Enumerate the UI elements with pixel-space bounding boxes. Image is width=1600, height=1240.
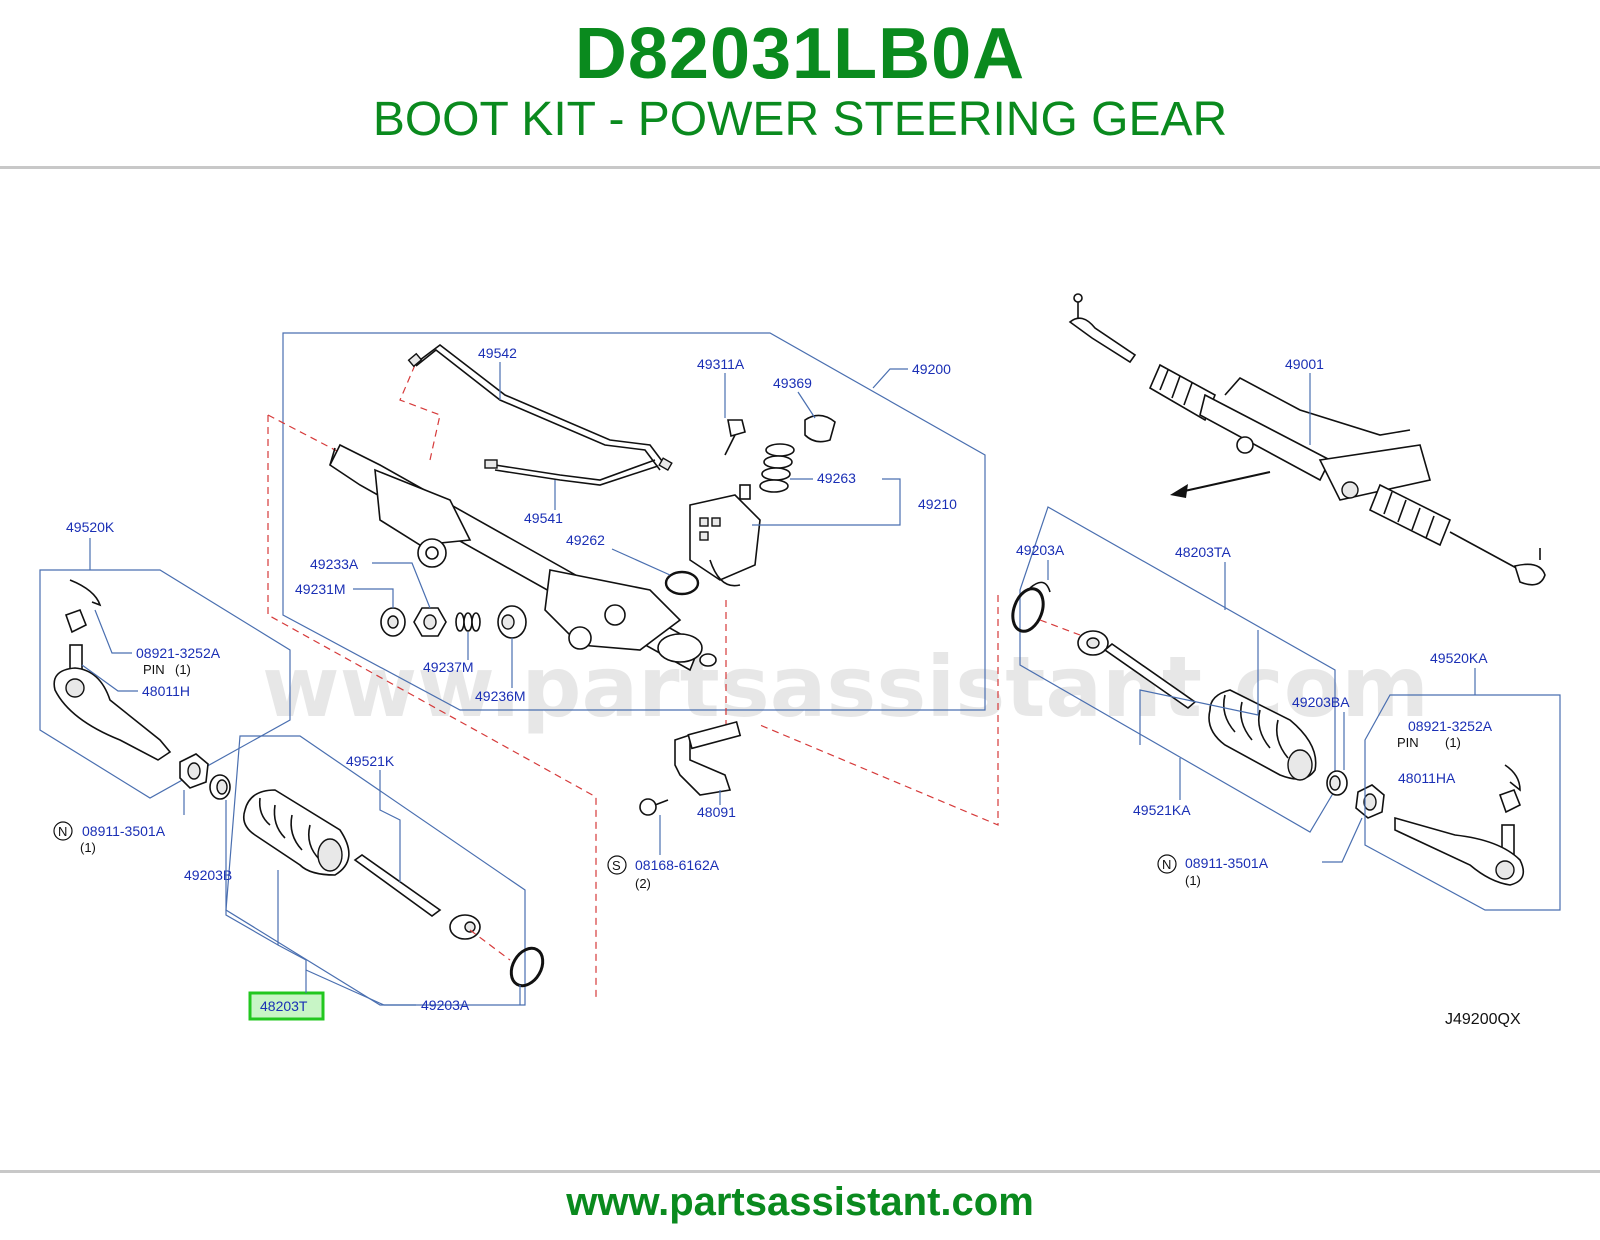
nut-08911-left xyxy=(179,753,209,789)
spring-49237m xyxy=(455,612,481,632)
clamp-49203a-left xyxy=(509,946,545,988)
label-49231m: 49231M xyxy=(295,581,346,597)
clamp-dash-left xyxy=(469,929,511,961)
label-08911-right: 08911-3501A xyxy=(1185,855,1269,871)
n-right-qty: (1) xyxy=(1185,873,1201,888)
bolt-08168 xyxy=(639,798,669,816)
label-08168-qty: (2) xyxy=(635,876,651,891)
label-49001: 49001 xyxy=(1285,356,1324,372)
inner-rod-right-box xyxy=(1019,506,1336,833)
n-mark-right: N xyxy=(1162,857,1171,872)
clamp-49203a-right xyxy=(1011,581,1051,633)
label-49542: 49542 xyxy=(478,345,517,361)
label-08921-left: 08921-3252A xyxy=(136,645,221,661)
clamp-49203ba xyxy=(1326,770,1348,796)
tie-rod-end-left xyxy=(53,579,172,761)
highlighted-part-box xyxy=(248,991,325,1021)
o-ring-49262 xyxy=(664,570,700,596)
label-49203a-bottom: 49203A xyxy=(421,997,470,1013)
pin-right: PIN xyxy=(1397,735,1419,750)
part-title: BOOT KIT - POWER STEERING GEAR xyxy=(372,93,1228,146)
header-divider xyxy=(0,166,1600,169)
clamp-49203b xyxy=(209,774,231,800)
nut-49231m xyxy=(380,607,406,637)
alignment-line-left xyxy=(267,415,597,1000)
tie-rod-end-right-box xyxy=(1364,694,1561,911)
label-48203ta: 48203TA xyxy=(1175,544,1231,560)
label-08921-right: 08921-3252A xyxy=(1408,718,1493,734)
label-49520ka: 49520KA xyxy=(1430,650,1488,666)
label-49369: 49369 xyxy=(773,375,812,391)
pipe-49541 xyxy=(484,459,659,486)
tie-rod-end-right xyxy=(1394,764,1525,886)
part-number: D82031LB0A xyxy=(574,14,1026,94)
label-49521ka: 49521KA xyxy=(1133,802,1191,818)
label-49203b: 49203B xyxy=(184,867,232,883)
rack-housing xyxy=(328,443,717,672)
label-48203t: 48203T xyxy=(260,998,308,1014)
label-08168: 08168-6162A xyxy=(635,857,720,873)
pin-right-qty: (1) xyxy=(1445,735,1461,750)
pipe-49542 xyxy=(407,343,673,472)
s-mark-circle xyxy=(607,855,627,875)
page-header: D82031LB0A BOOT KIT - POWER STEERING GEA… xyxy=(0,0,1600,170)
tie-rod-end-left-box xyxy=(39,569,291,799)
label-49541: 49541 xyxy=(524,510,563,526)
footer-divider xyxy=(0,1170,1600,1173)
n-mark-left-circle xyxy=(53,821,73,841)
label-49263: 49263 xyxy=(817,470,856,486)
pipe-dash xyxy=(399,364,441,461)
pin-left-qty: (1) xyxy=(175,662,191,677)
inner-rod-left xyxy=(353,854,481,940)
boot-right xyxy=(1208,689,1317,781)
label-49521k: 49521K xyxy=(346,753,395,769)
label-48011h: 48011H xyxy=(142,683,190,699)
bushing-49236m xyxy=(497,605,527,639)
n-left-qty: (1) xyxy=(80,840,96,855)
s-mark: S xyxy=(612,858,621,873)
direction-arrow-head xyxy=(1170,484,1188,498)
valve-body xyxy=(689,484,761,587)
label-49233a: 49233A xyxy=(310,556,359,572)
label-49203a-right: 49203A xyxy=(1016,542,1065,558)
label-49210: 49210 xyxy=(918,496,957,512)
nut-08911-right xyxy=(1355,784,1385,819)
n-mark-left: N xyxy=(58,824,67,839)
label-08911-left: 08911-3501A xyxy=(82,823,166,839)
clamp-dash-right xyxy=(1039,619,1081,636)
parts-diagram: www.partsassistant.com xyxy=(39,293,1561,1028)
site-url[interactable]: www.partsassistant.com xyxy=(566,1180,1034,1224)
label-49311a: 49311A xyxy=(697,356,745,372)
bracket-48091 xyxy=(674,720,742,796)
bolt-49311a xyxy=(724,419,746,456)
boot-left xyxy=(242,789,350,876)
label-49203ba: 49203BA xyxy=(1292,694,1350,710)
label-48091: 48091 xyxy=(697,804,736,820)
diagram-reference: J49200QX xyxy=(1445,1011,1521,1028)
label-49520k: 49520K xyxy=(66,519,115,535)
rack-assembly-overview xyxy=(1068,293,1546,586)
gear-assembly-box xyxy=(282,332,986,711)
alignment-line-right xyxy=(759,595,999,826)
spring-49263 xyxy=(759,443,795,493)
n-mark-right-circle xyxy=(1157,854,1177,874)
label-49262: 49262 xyxy=(566,532,605,548)
label-49236m: 49236M xyxy=(475,688,526,704)
direction-arrow-line xyxy=(1179,471,1271,493)
cap-49369 xyxy=(804,414,836,443)
pin-left: PIN xyxy=(143,662,165,677)
label-49237m: 49237M xyxy=(423,659,474,675)
label-49200: 49200 xyxy=(912,361,951,377)
label-48011ha: 48011HA xyxy=(1398,770,1456,786)
nut-49233a xyxy=(413,607,447,637)
